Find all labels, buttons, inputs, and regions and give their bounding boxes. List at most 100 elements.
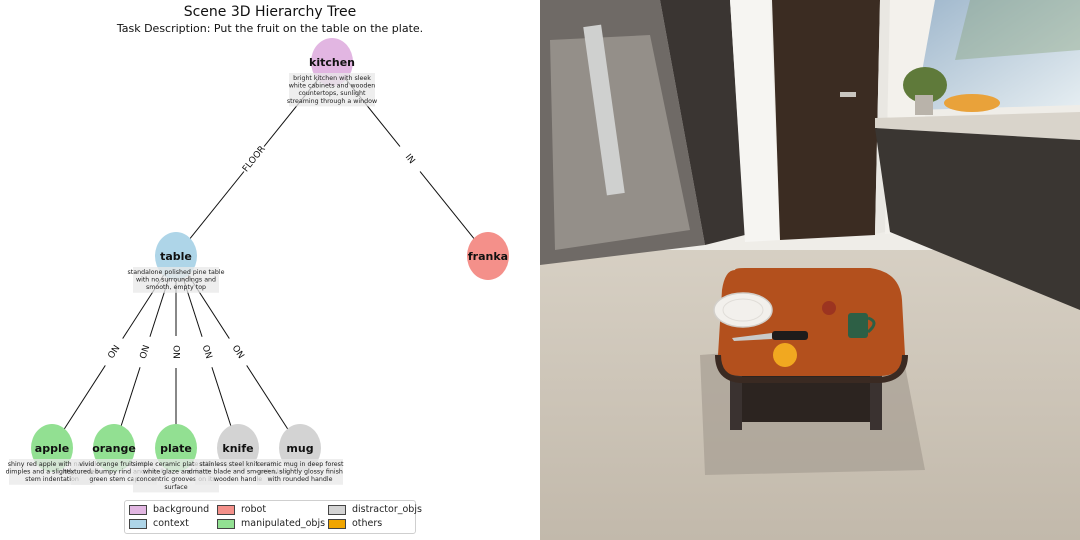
node-desc-line: ceramic mug in deep forest [257, 461, 344, 468]
scene-render-image [540, 0, 1080, 540]
edge-label: ON [171, 345, 181, 359]
node-desc-line: smooth, empty top [146, 284, 206, 291]
node-label: plate [160, 442, 192, 455]
edge-label: FLOOR [241, 144, 268, 174]
node-desc-line: with rounded handle [268, 476, 333, 483]
legend-item-others: others [328, 518, 382, 529]
legend-item-context: context [129, 518, 189, 529]
node-desc-line: a matte blade and smooth black [187, 469, 290, 476]
fridge-glass [550, 35, 690, 250]
legend-swatch [217, 504, 235, 515]
node-label: table [160, 250, 192, 263]
legend-label: context [153, 518, 189, 529]
plate-groove [722, 298, 764, 322]
edge-label-bg [100, 335, 128, 369]
table-edge [715, 354, 908, 383]
node-desc-line: simple ceramic plate with a [132, 461, 219, 468]
node-desc-line: streaming through a window [287, 98, 377, 105]
table-leg [870, 370, 882, 430]
legend-swatch [217, 518, 235, 529]
frame [660, 0, 745, 245]
legend-item-manipulated: manipulated_objs [217, 518, 325, 529]
node-label: knife [222, 442, 253, 455]
edge-label-bg [170, 336, 182, 368]
node-desc-line: with no surroundings and [136, 277, 216, 284]
counter-top [875, 112, 1080, 140]
table-leg [730, 370, 742, 430]
pillar [730, 0, 780, 242]
edge-label: ON [139, 344, 153, 360]
node-desc-line: stem indentation [25, 476, 79, 483]
knife-icon [732, 333, 772, 341]
node-desc-line: surface [164, 484, 187, 491]
plant [903, 67, 947, 103]
node-desc-line: vivid orange fruit with [79, 461, 149, 468]
legend-label: robot [241, 504, 267, 515]
kitchen-scene [540, 0, 1080, 540]
window [915, 0, 1080, 110]
node-desc-line: dimples and a slightly curved [6, 469, 99, 476]
node-desc-line: shiny red apple with natural [8, 461, 97, 468]
node-desc-line: green stem cap [89, 476, 138, 483]
node-desc-bg [257, 459, 343, 485]
task-description: Task Description: Put the fruit on the t… [116, 22, 424, 35]
node-desc-line: white glaze and faint [143, 469, 210, 476]
node-desc-line: wooden handle [214, 476, 262, 483]
plate-icon [713, 292, 773, 328]
apple-icon [822, 301, 836, 315]
legend-swatch [129, 504, 147, 515]
node-desc-bg [133, 267, 219, 293]
edge-label-bg [239, 142, 269, 176]
hierarchy-panel: Scene 3D Hierarchy Tree Task Description… [5, 4, 509, 534]
window-view [955, 0, 1080, 60]
node-franka: franka [467, 232, 509, 280]
node-label: orange [92, 442, 136, 455]
node-desc-line: textured, bumpy rind and small [64, 469, 164, 476]
legend-swatch [129, 518, 147, 529]
legend-swatch [328, 518, 346, 529]
plant-pot [915, 95, 933, 115]
chart-title: Scene 3D Hierarchy Tree [183, 4, 357, 20]
table-top [718, 268, 905, 376]
node-desc-line: stainless steel knife with [199, 461, 277, 468]
node-desc-line: countertops, sunlight [298, 90, 366, 97]
legend-item-background: background [129, 504, 209, 515]
legend-item-distractor: distractor_objs [328, 504, 422, 515]
edge-label: ON [200, 344, 214, 360]
legend-label: manipulated_objs [241, 518, 326, 529]
legend-label: others [352, 518, 383, 529]
node-desc-line: concentric grooves on its [136, 476, 215, 483]
mug-handle [867, 316, 876, 334]
knife-handle [772, 331, 808, 340]
legend-item-robot: robot [217, 504, 266, 515]
node-label: mug [286, 442, 313, 455]
legend-swatch [328, 504, 346, 515]
legend-label: distractor_objs [352, 504, 422, 515]
node-desc-line: white cabinets and wooden [289, 83, 375, 90]
node-desc-line: bright kitchen with sleek [293, 75, 371, 82]
node-label: franka [468, 250, 508, 263]
node-desc-bg [289, 73, 375, 107]
legend: background robot distractor_objs context… [124, 500, 422, 534]
edge-label-bg [196, 334, 218, 370]
edge-label-bg [395, 142, 425, 176]
mug-icon [848, 313, 868, 338]
edge-label-bg [134, 334, 156, 370]
fridge-handle [583, 24, 625, 196]
node-desc-line: green, slightly glossy finish [257, 469, 343, 476]
door [772, 0, 880, 240]
fruit-bowl [944, 94, 1000, 112]
edge-label-bg [224, 335, 252, 369]
door-handle [840, 92, 856, 97]
node-desc-line: standalone polished pine table [128, 269, 225, 276]
legend-label: background [153, 504, 210, 515]
node-label: kitchen [309, 56, 355, 69]
node-apple: apple shiny red apple with naturaldimples… [6, 424, 99, 485]
node-label: apple [35, 442, 69, 455]
orange-icon [773, 343, 797, 367]
node-circle [467, 232, 509, 280]
